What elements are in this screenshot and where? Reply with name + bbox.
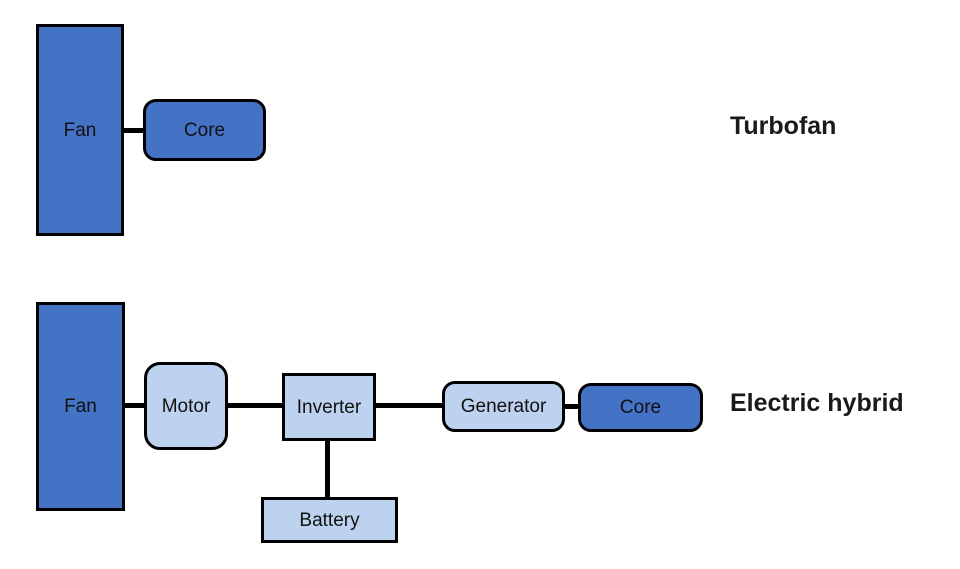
node-label: Fan: [64, 396, 97, 417]
node-generator: Generator: [442, 381, 565, 432]
node-label: Battery: [299, 509, 360, 531]
node-label: Inverter: [296, 396, 362, 418]
connector-motor-inverter: [226, 403, 284, 408]
node-motor: Motor: [144, 362, 228, 450]
section-title-electric-hybrid: Electric hybrid: [730, 389, 904, 417]
node-core-hybrid: Core: [578, 383, 703, 432]
node-battery: Battery: [261, 497, 398, 543]
node-core-turbofan: Core: [143, 99, 266, 161]
connector-generator-core: [562, 404, 580, 409]
connector-inverter-battery: [325, 439, 330, 499]
node-label: Core: [183, 119, 226, 141]
connector-fan-core-turbofan: [121, 128, 145, 133]
node-fan-turbofan: Fan: [36, 24, 124, 236]
node-inverter: Inverter: [282, 373, 376, 441]
node-fan-hybrid: Fan: [36, 302, 125, 511]
node-label: Fan: [63, 119, 97, 141]
connector-fan-motor: [123, 403, 146, 408]
connector-inverter-generator: [374, 403, 444, 408]
node-label: Core: [619, 397, 662, 418]
node-label: Generator: [460, 396, 547, 417]
node-label: Motor: [161, 395, 211, 417]
section-title-turbofan: Turbofan: [730, 112, 837, 140]
